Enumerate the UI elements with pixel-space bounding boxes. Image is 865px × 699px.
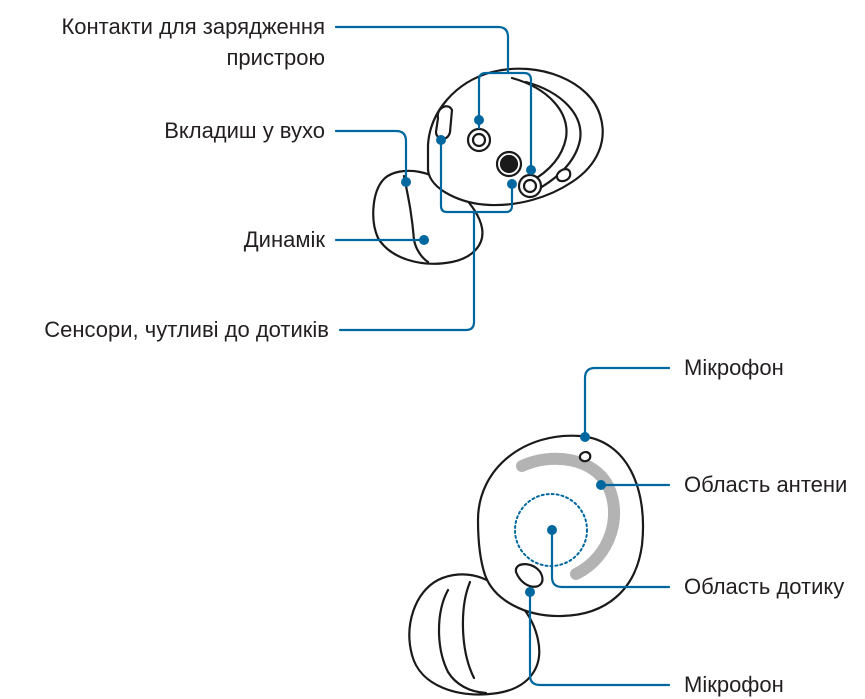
callout-mic-top — [583, 366, 671, 438]
label-antenna-area: Область антени — [684, 472, 847, 497]
front-ear-tip-inner-2 — [461, 580, 476, 680]
sensor-ring-inner — [471, 132, 487, 148]
front-ear-tip-inner — [437, 588, 488, 695]
callout-touch-sensors — [338, 143, 514, 332]
callout-dots — [401, 115, 606, 597]
dot-speaker — [419, 235, 429, 245]
label-mic-top: Мікрофон — [684, 355, 784, 380]
callout-mic-bottom — [528, 590, 671, 687]
label-ear-tip: Вкладиш у вухо — [164, 118, 325, 143]
label-mic-bottom: Мікрофон — [684, 672, 784, 697]
callout-charging-contacts — [334, 25, 533, 172]
earbud-top-view — [372, 67, 604, 265]
body-rim-inner-2 — [510, 76, 568, 184]
label-touch-area: Область дотику — [684, 574, 844, 599]
dot-sensor-right — [507, 179, 517, 189]
dot-mic-top — [580, 432, 590, 442]
dot-sensor-left — [436, 135, 446, 145]
callouts — [334, 25, 671, 687]
label-speaker: Динамік — [244, 227, 326, 252]
label-charging-contacts-line1: Контакти для зарядження — [61, 14, 325, 39]
bottom-oval-vent — [514, 563, 544, 588]
label-charging-contacts-line2: пристрою — [227, 45, 325, 70]
dot-ear-tip — [401, 177, 411, 187]
top-mic-hole — [578, 451, 592, 463]
earbud-front-view — [408, 434, 645, 696]
dot-touch-area — [547, 525, 557, 535]
dot-mic-bottom — [525, 587, 535, 597]
dot-antenna — [596, 480, 606, 490]
dot-charging-right — [526, 165, 536, 175]
labels: Контакти для зарядження пристрою Вкладиш… — [44, 14, 847, 697]
label-touch-sensors: Сенсори, чутливі до дотиків — [44, 317, 329, 342]
callout-touch-area — [550, 528, 671, 589]
callout-ear-tip — [334, 129, 408, 180]
side-vent — [555, 168, 572, 183]
speaker-hole — [499, 154, 519, 174]
charging-slot — [434, 105, 454, 140]
dot-charging-left — [474, 115, 484, 125]
contact-ring-inner — [522, 178, 538, 194]
